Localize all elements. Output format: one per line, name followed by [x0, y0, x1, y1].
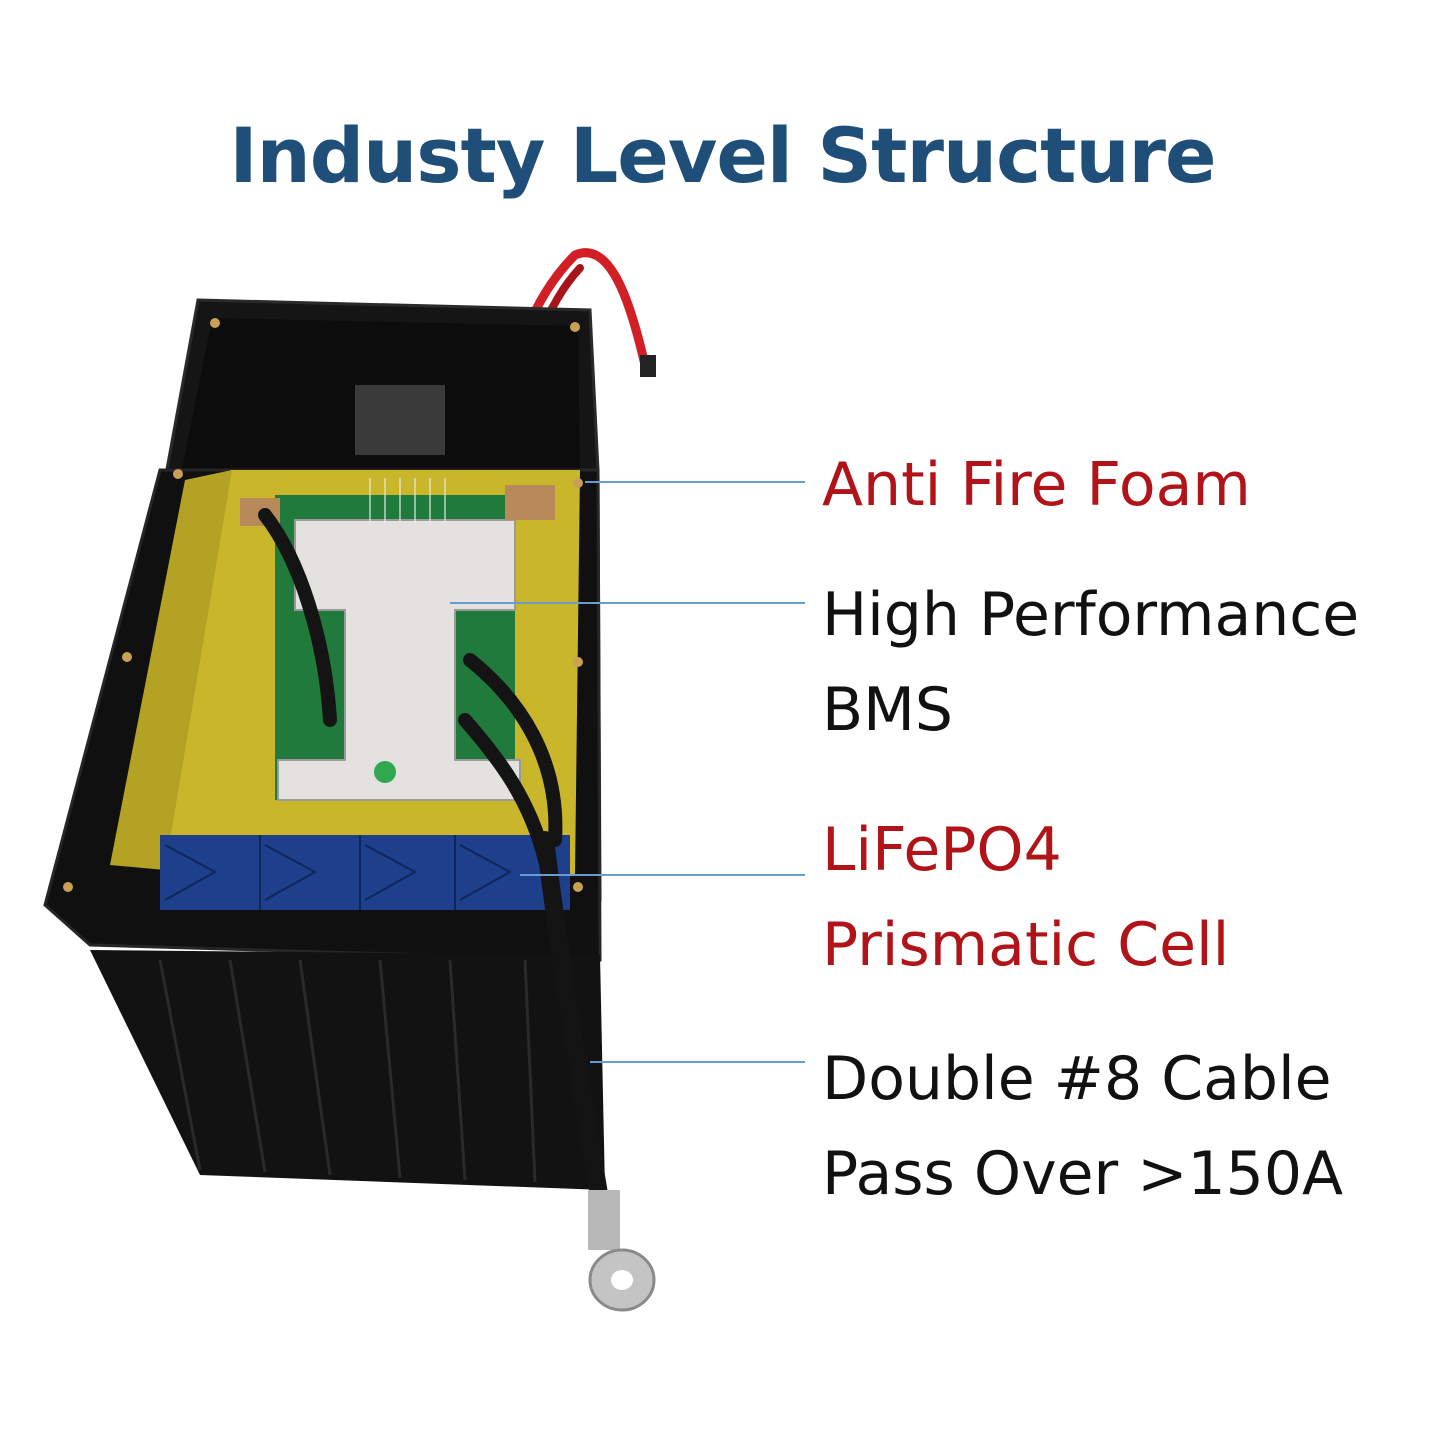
double-8-cable	[536, 831, 609, 1209]
battery-case-front	[90, 950, 605, 1190]
green-dot-icon	[374, 761, 396, 783]
cable-lug	[588, 1190, 620, 1250]
callout-bms: High Performance BMS	[822, 580, 1360, 745]
callout-cable: Double #8 Cable Pass Over >150A	[822, 1044, 1344, 1209]
terminal-positive	[505, 485, 555, 520]
callout-lifepo4-cell: LiFePO4 Prismatic Cell	[822, 815, 1230, 980]
lifepo4-cells	[160, 835, 570, 910]
page-title: Industy Level Structure	[229, 111, 1216, 200]
callout-anti-fire-foam: Anti Fire Foam	[822, 450, 1251, 520]
red-cable-end-icon	[640, 355, 656, 377]
